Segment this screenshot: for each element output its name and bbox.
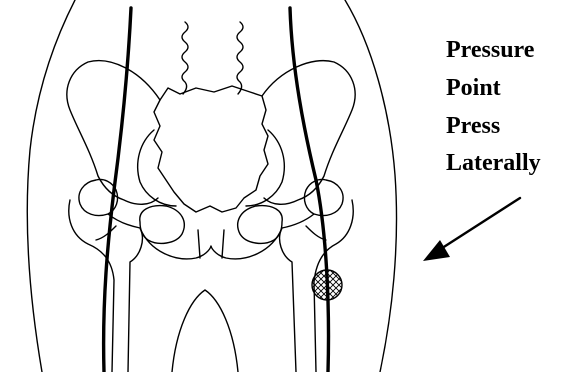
sacrum (154, 86, 268, 212)
inner-thigh-contour (172, 290, 238, 372)
annotation-line-pressure: Pressure (446, 36, 534, 64)
left-body-contour (27, 0, 75, 372)
spine-right-wave (237, 22, 243, 94)
spine-left-wave (182, 22, 188, 94)
left-trochanter (96, 226, 116, 240)
right-obturator (238, 206, 283, 244)
pubic-symphysis (198, 230, 224, 258)
crosshatch-circle-icon (312, 270, 342, 300)
annotation-line-point: Point (446, 74, 501, 102)
annotation-line-press: Press (446, 112, 500, 140)
right-body-contour (345, 0, 397, 372)
left-obturator (140, 206, 185, 244)
right-femoral-head (304, 179, 343, 215)
annotation-line-laterally: Laterally (446, 149, 541, 177)
right-iliac-wing (262, 61, 355, 205)
right-femur-inner (280, 214, 314, 372)
arrow-down-left-icon (423, 198, 520, 261)
left-femur (69, 200, 114, 372)
left-iliac-inner (138, 130, 176, 206)
